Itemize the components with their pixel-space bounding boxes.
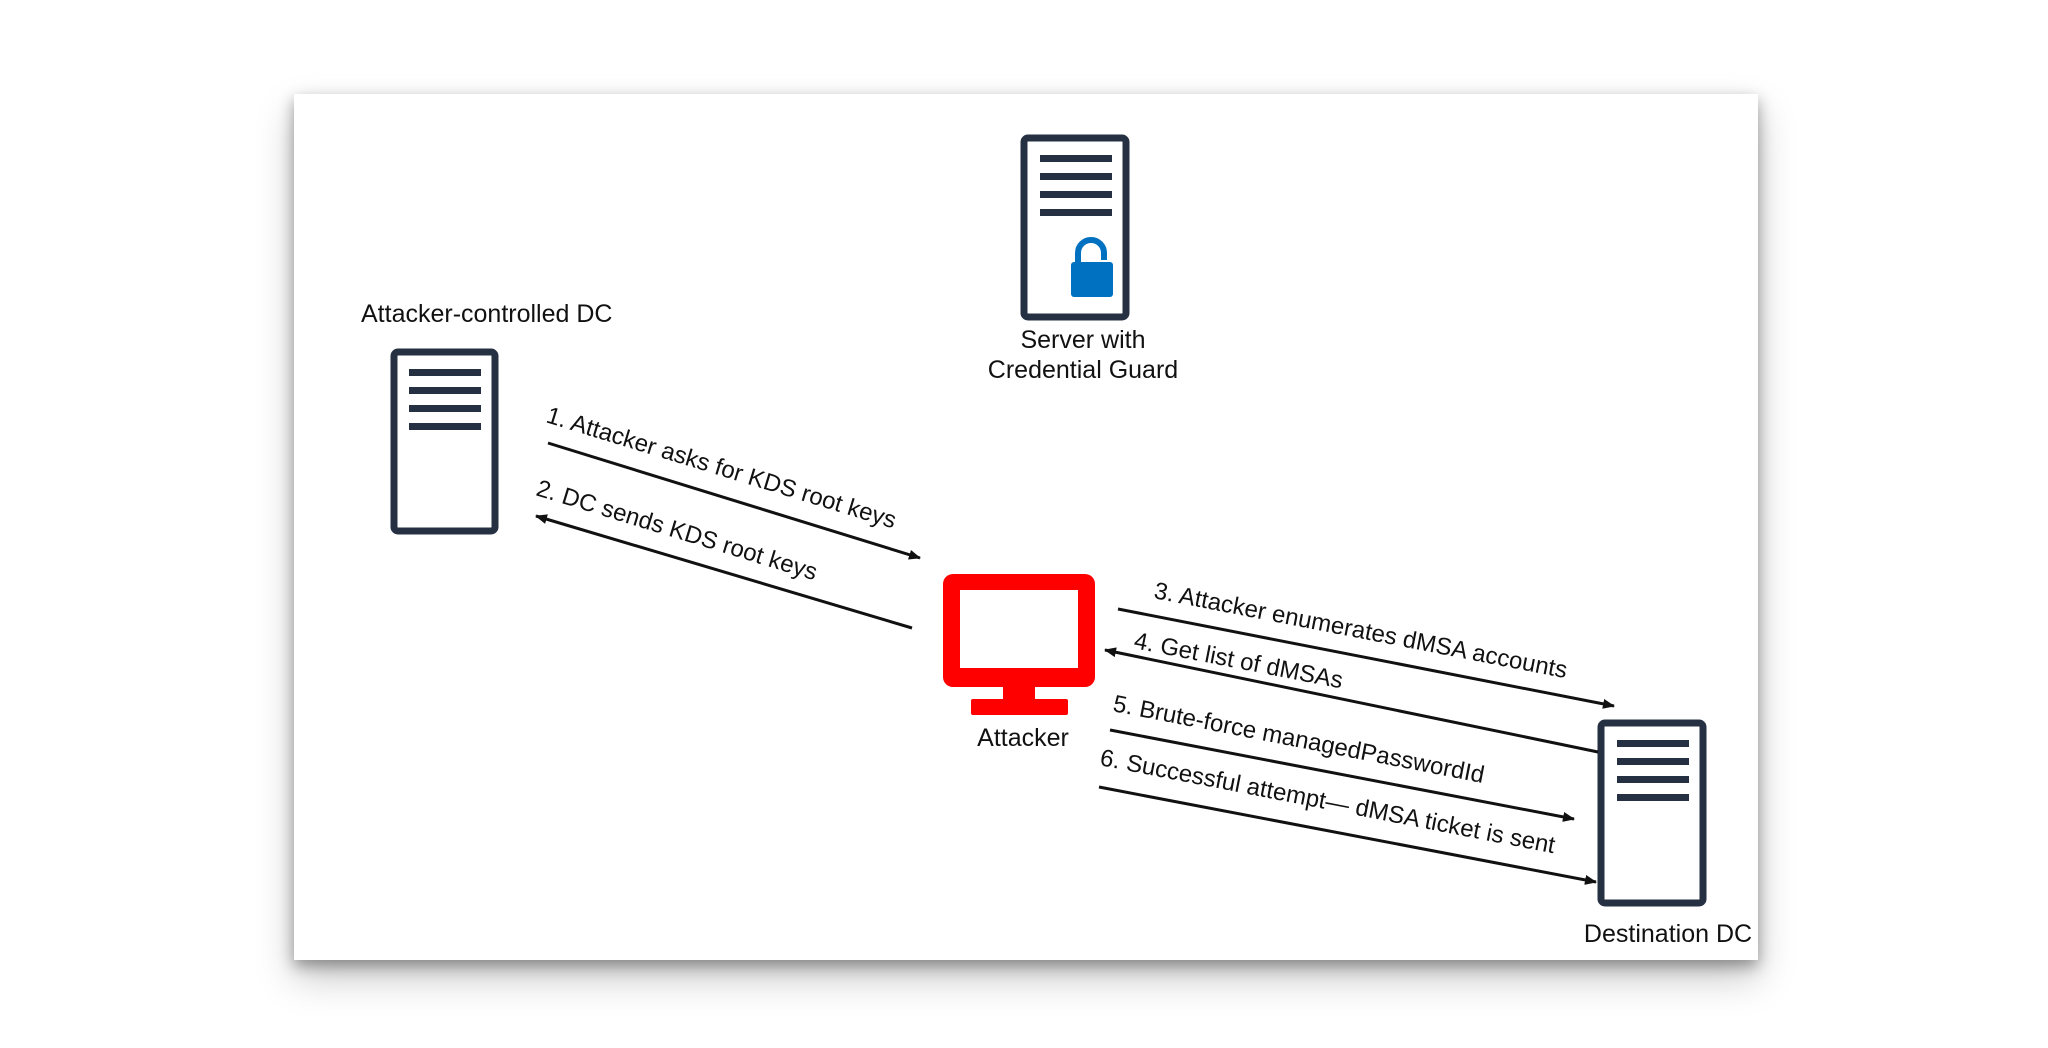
server-lock-icon xyxy=(1020,134,1130,321)
destination-dc-label: Destination DC xyxy=(1584,920,1752,948)
step-4-arrow xyxy=(1104,647,1599,754)
monitor-icon xyxy=(943,574,1095,715)
server-icon xyxy=(1597,719,1707,907)
attacker-label: Attacker xyxy=(977,724,1069,752)
step-2-arrow xyxy=(535,514,913,630)
server-icon xyxy=(390,348,499,535)
destination-dc-node: Destination DC xyxy=(1584,719,1752,948)
lock-icon xyxy=(1071,237,1113,297)
step-6-arrow xyxy=(1098,785,1597,885)
credential-guard-label-line2: Credential Guard xyxy=(988,356,1178,384)
attacker-node: Attacker xyxy=(943,574,1095,752)
step-1-arrow xyxy=(547,441,921,560)
credential-guard-server-node: Server with Credential Guard xyxy=(988,134,1178,384)
step-5-arrow xyxy=(1109,728,1575,822)
attacker-dc-node: Attacker-controlled DC xyxy=(361,300,612,535)
credential-guard-label-line1: Server with xyxy=(1020,326,1145,354)
step-3-arrow xyxy=(1117,607,1615,709)
attacker-dc-label: Attacker-controlled DC xyxy=(361,300,612,328)
